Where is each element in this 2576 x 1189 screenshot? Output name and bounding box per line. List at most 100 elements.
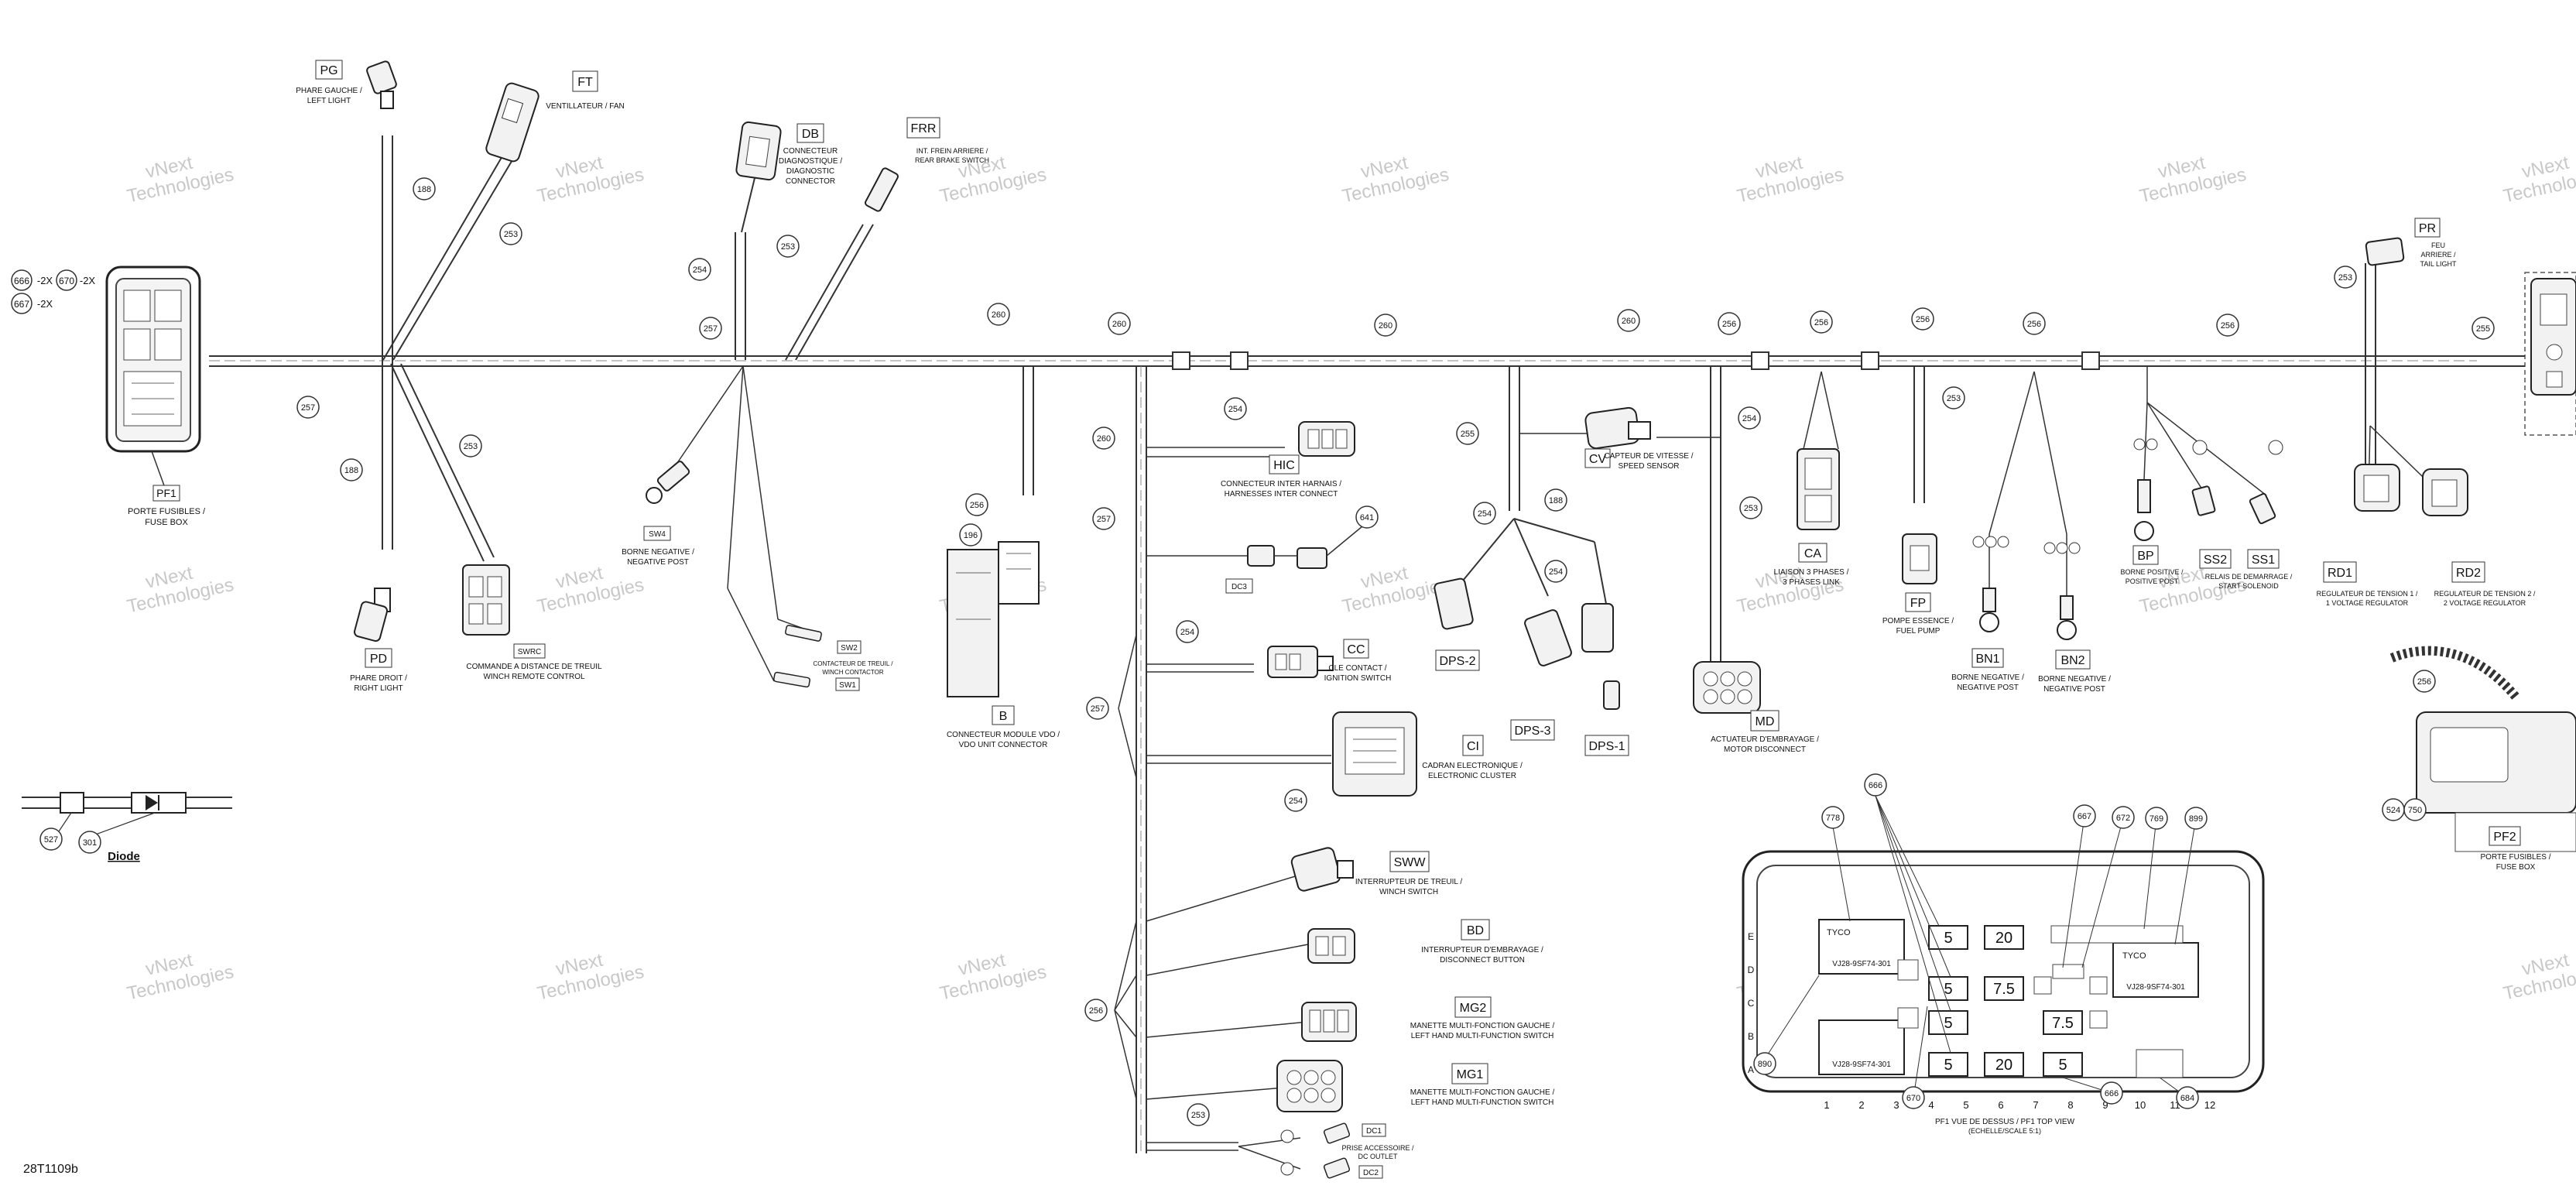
svg-text:254: 254 (1289, 797, 1303, 806)
svg-text:ARRIERE /: ARRIERE / (2420, 251, 2456, 259)
svg-text:POMPE ESSENCE /: POMPE ESSENCE / (1882, 617, 1954, 625)
circuit-253-e: 253 (1187, 1103, 1210, 1126)
svg-text:666: 666 (2105, 1089, 2119, 1098)
connector-ft: FT VENTILLATEUR / FAN (485, 70, 625, 163)
svg-text:188: 188 (344, 466, 358, 475)
svg-text:LEFT HAND MULTI-FUNCTION SWITC: LEFT HAND MULTI-FUNCTION SWITCH (1411, 1032, 1554, 1040)
svg-text:PHARE GAUCHE /: PHARE GAUCHE / (296, 87, 362, 95)
svg-text:260: 260 (1112, 320, 1126, 329)
connector-md: MD ACTUATEUR D'EMBRAYAGE / MOTOR DISCONN… (1693, 661, 1819, 754)
dc1-code: DC1 (1366, 1127, 1382, 1136)
svg-text:LEFT LIGHT: LEFT LIGHT (307, 97, 351, 105)
ss1-code: SS1 (2252, 553, 2275, 567)
ca-code: CA (1804, 547, 1822, 560)
svg-text:257: 257 (1097, 515, 1111, 524)
bd-code: BD (1467, 924, 1484, 937)
svg-text:MANETTE MULTI-FONCTION GAUCHE: MANETTE MULTI-FONCTION GAUCHE / (1410, 1088, 1555, 1097)
left-branches (382, 135, 514, 562)
pf1-label-en: FUSE BOX (145, 518, 188, 527)
svg-text:256: 256 (2221, 321, 2235, 331)
connector-b: B CONNECTEUR MODULE VDO / VDO UNIT CONNE… (947, 366, 1060, 749)
svg-text:7.5: 7.5 (1993, 981, 2015, 998)
svg-text:9: 9 (2102, 1099, 2108, 1111)
connector-mg2: MG2 MANETTE MULTI-FONCTION GAUCHE / LEFT… (1301, 996, 1554, 1042)
circuit-257-b: 257 (296, 396, 320, 419)
connector-mg1: MG1 MANETTE MULTI-FONCTION GAUCHE / LEFT… (1276, 1060, 1555, 1112)
svg-text:RELAIS DE DEMARRAGE /: RELAIS DE DEMARRAGE / (2205, 573, 2293, 581)
svg-text:CLE CONTACT /: CLE CONTACT / (1328, 664, 1386, 673)
sw2-code: SW2 (841, 644, 858, 653)
svg-text:253: 253 (464, 442, 478, 451)
circuit-260-e: 260 (1092, 427, 1115, 450)
svg-text:254: 254 (1549, 567, 1563, 577)
circuit-260-b: 260 (1108, 312, 1131, 335)
svg-text:POSITIVE POST: POSITIVE POST (2126, 577, 2179, 585)
hic-code: HIC (1273, 459, 1295, 472)
swrc-code: SWRC (518, 648, 542, 656)
svg-text:2 VOLTAGE REGULATOR: 2 VOLTAGE REGULATOR (2444, 599, 2526, 607)
svg-text:FEU: FEU (2431, 242, 2445, 249)
circuit-257-c: 257 (1092, 507, 1115, 530)
svg-text:LIAISON 3 PHASES /: LIAISON 3 PHASES / (1774, 568, 1849, 577)
circuit-890: 890 (1753, 1052, 1776, 1075)
svg-text:(ECHELLE/SCALE 5:1): (ECHELLE/SCALE 5:1) (1968, 1127, 2041, 1135)
svg-text:DC OUTLET: DC OUTLET (1358, 1153, 1398, 1160)
svg-text:253: 253 (1744, 504, 1758, 513)
svg-text:7.5: 7.5 (2052, 1015, 2074, 1032)
circuit-253-d: 253 (2334, 266, 2357, 289)
svg-text:4: 4 (1928, 1099, 1934, 1111)
svg-text:670: 670 (59, 276, 74, 286)
svg-text:PHARE DROIT /: PHARE DROIT / (350, 674, 407, 683)
svg-text:REGULATEUR DE TENSION 1 /: REGULATEUR DE TENSION 1 / (2317, 590, 2418, 598)
svg-text:FUEL PUMP: FUEL PUMP (1896, 627, 1941, 636)
circuit-670: 670 (1902, 1086, 1925, 1109)
rd1-code: RD1 (2328, 567, 2352, 580)
svg-text:256: 256 (2027, 320, 2041, 329)
circuit-254-e: 254 (1473, 502, 1496, 525)
circuit-301: 301 (78, 831, 101, 854)
circuit-524: 524 (2382, 798, 2405, 821)
terminal-bp: BP BORNE POSITIVE / POSITIVE POST (2120, 438, 2184, 585)
circuit-667: 667 (2073, 804, 2096, 828)
svg-text:7: 7 (2033, 1099, 2038, 1111)
sww-code: SWW (1394, 856, 1427, 869)
svg-text:FUSE BOX: FUSE BOX (2496, 863, 2536, 872)
svg-text:12: 12 (2204, 1099, 2215, 1111)
ss2-code: SS2 (2204, 553, 2227, 567)
circuit-256-c: 256 (1911, 307, 1934, 331)
circuit-254-g: 254 (1738, 406, 1761, 430)
pd-code: PD (370, 653, 387, 666)
svg-text:NEGATIVE POST: NEGATIVE POST (1957, 684, 2019, 692)
svg-text:254: 254 (693, 266, 707, 275)
svg-text:REAR BRAKE SWITCH: REAR BRAKE SWITCH (915, 156, 989, 164)
rd2-code: RD2 (2456, 567, 2481, 580)
svg-text:527: 527 (44, 835, 58, 845)
circuit-256-b: 256 (1810, 310, 1833, 334)
row-label-b: B (1748, 1031, 1754, 1042)
circuit-256-f: 256 (1084, 999, 1108, 1022)
circuit-260-d: 260 (1617, 309, 1640, 332)
svg-text:260: 260 (992, 310, 1005, 320)
drawing-id: 28T1109b (23, 1163, 78, 1176)
circuit-188-c: 188 (1544, 488, 1567, 512)
svg-text:3 PHASES LINK: 3 PHASES LINK (1783, 578, 1840, 587)
svg-text:750: 750 (2408, 806, 2422, 815)
main-harness (209, 351, 2477, 370)
svg-text:VJ28-9SF74-301: VJ28-9SF74-301 (2126, 983, 2185, 992)
cv-code: CV (1589, 453, 1607, 466)
svg-text:DIAGNOSTIC: DIAGNOSTIC (786, 167, 834, 176)
mg1-code: MG1 (1457, 1068, 1484, 1081)
svg-text:253: 253 (504, 230, 518, 239)
dc3-code: DC3 (1231, 583, 1247, 591)
diode: Diode (22, 792, 232, 863)
svg-text:IGNITION SWITCH: IGNITION SWITCH (1324, 674, 1392, 683)
connector-dc1-dc2: DC1 PRISE ACCESSOIRE / DC OUTLET DC2 (1280, 1122, 1414, 1179)
svg-text:5: 5 (2058, 1057, 2067, 1074)
svg-text:CAPTEUR DE VITESSE /: CAPTEUR DE VITESSE / (1604, 452, 1693, 461)
circuit-253-b: 253 (459, 434, 482, 457)
circuit-684: 684 (2176, 1086, 2199, 1109)
diode-label: Diode (108, 850, 140, 863)
terminal-bn2: BN2 BORNE NEGATIVE / NEGATIVE POST (2038, 542, 2111, 694)
svg-text:TYCO: TYCO (1827, 928, 1851, 937)
svg-text:188: 188 (1549, 496, 1563, 505)
